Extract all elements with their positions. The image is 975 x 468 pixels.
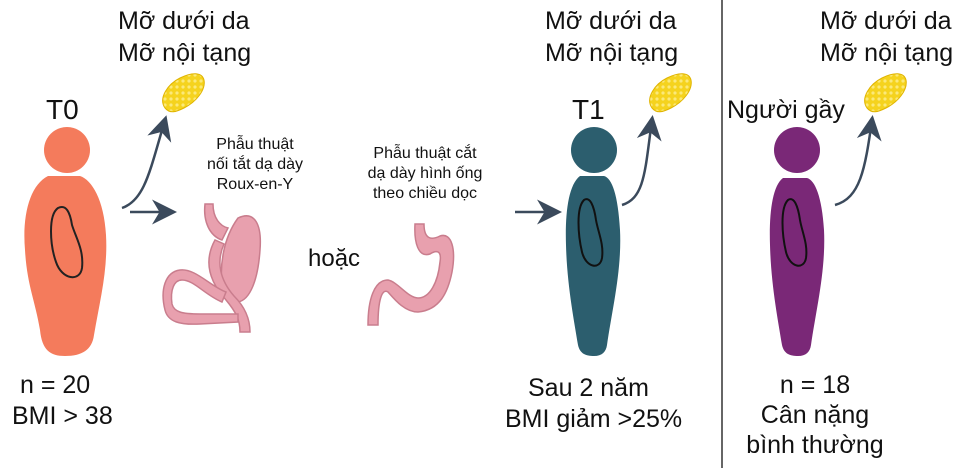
- sleeve-gastrectomy-stomach-icon: [367, 223, 455, 326]
- person-after-surgery-icon: [565, 127, 621, 356]
- obese-person-icon: [24, 127, 107, 356]
- t1-bmi: BMI giảm >25%: [505, 405, 683, 433]
- sleeve-line: theo chiều dọc: [372, 185, 478, 202]
- t0-label: T0: [46, 94, 79, 125]
- rygb-line: Roux-en-Y: [216, 176, 294, 193]
- t0-visceral-fat-label: Mỡ nội tạng: [118, 39, 252, 67]
- t0-n-count: n = 20: [20, 371, 91, 399]
- t1-time: Sau 2 năm: [528, 374, 649, 402]
- roux-en-y-stomach-icon: [162, 203, 262, 333]
- fat-tissue-icon: [649, 73, 692, 113]
- lean-weight-line1: Cân nặng: [760, 401, 870, 429]
- t1-visceral-fat-label: Mỡ nội tạng: [545, 39, 679, 67]
- sleeve-label: Phẫu thuật cắt dạ dày hình ống theo chiề…: [350, 144, 500, 204]
- or-label: hoặc: [308, 245, 361, 272]
- t1-subcutaneous-fat-label: Mỡ dưới da: [545, 7, 677, 35]
- arrow-icon: [621, 115, 662, 207]
- lean-subcutaneous-fat-label: Mỡ dưới da: [820, 7, 952, 35]
- arrow-icon: [834, 115, 882, 207]
- lean-visceral-fat-label: Mỡ nội tạng: [820, 39, 954, 67]
- sleeve-line: dạ dày hình ống: [367, 165, 483, 182]
- lean-n-count: n = 18: [779, 371, 851, 399]
- lean-weight-line2: bình thường: [746, 431, 884, 459]
- t1-label: T1: [572, 94, 605, 125]
- rygb-label: Phẫu thuật nối tắt dạ dày Roux-en-Y: [195, 135, 315, 195]
- fat-tissue-icon: [162, 73, 205, 113]
- lean-person-icon: [769, 127, 825, 356]
- lean-label: Người gầy: [727, 96, 845, 124]
- t0-bmi: BMI > 38: [12, 402, 113, 430]
- rygb-line: Phẫu thuật: [216, 136, 294, 153]
- t0-subcutaneous-fat-label: Mỡ dưới da: [118, 7, 250, 35]
- arrow-icon: [121, 115, 172, 210]
- fat-tissue-icon: [864, 73, 907, 113]
- sleeve-line: Phẫu thuật cắt: [373, 145, 477, 162]
- rygb-line: nối tắt dạ dày: [206, 156, 304, 173]
